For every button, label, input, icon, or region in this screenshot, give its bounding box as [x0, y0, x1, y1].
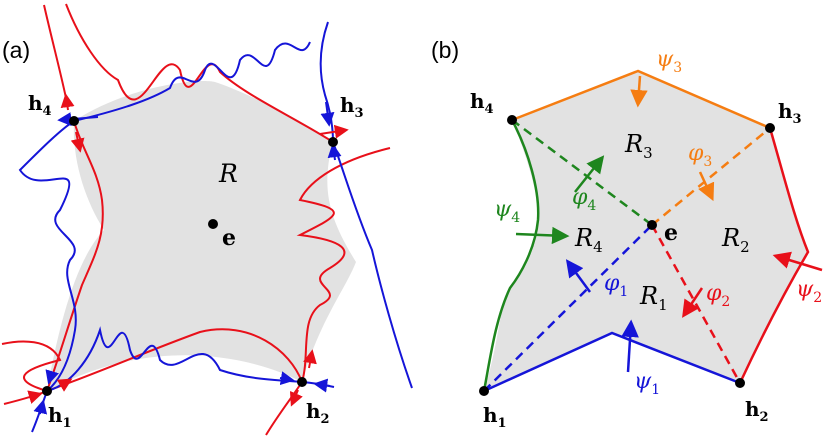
h2-dot [297, 377, 307, 387]
red-arrow-h1-right [27, 390, 43, 404]
red-manifold-bottom-right [265, 381, 303, 436]
red-manifold-top-left [43, 4, 67, 99]
blue-arrow-h3-up [327, 143, 342, 161]
blue-arrow-h4-left [57, 112, 99, 127]
blue-arrow-h1-up [33, 399, 48, 415]
h4-dot [69, 116, 79, 126]
e-label-a: e [222, 225, 236, 251]
psi3-label: ψ3 [656, 47, 682, 76]
blue-manifold-top [73, 41, 311, 122]
h3-dot [328, 137, 338, 147]
h4-dot-b [507, 115, 517, 125]
red-arrow-h3-right [319, 124, 349, 139]
green-boundary-psi4 [482, 119, 540, 392]
psi4-label: ψ4 [494, 197, 520, 226]
blue-manifold-top-right [319, 21, 334, 143]
r2-label: R2 [721, 224, 750, 256]
phi4-arrow [574, 155, 605, 193]
red-arrow-h2-down [289, 389, 303, 407]
phi3-arrow [698, 171, 715, 202]
phi1-arrow [565, 259, 592, 293]
h2-dot-b [735, 378, 745, 388]
psi4-arrow [515, 226, 570, 245]
h1-label-b: h1 [483, 403, 507, 431]
red-manifold-top [65, 3, 334, 143]
panel-b-label: (b) [431, 37, 459, 63]
h4-label-b: h4 [470, 89, 494, 117]
phi3-label: φ3 [688, 141, 712, 170]
orange-dashed-line [651, 127, 771, 226]
h3-label-b: h3 [778, 99, 802, 127]
blue-boundary-psi1 [483, 331, 741, 393]
blue-manifold-right [332, 141, 413, 389]
psi2-arrow [772, 251, 823, 272]
panel-a-label: (a) [2, 37, 30, 63]
red-boundary-psi2 [738, 127, 810, 384]
phi1-label: φ1 [604, 271, 628, 300]
r4-label: R4 [574, 224, 603, 256]
phi2-label: φ2 [706, 281, 730, 310]
blue-arrow-h3-down [320, 101, 335, 127]
psi3-arrow [630, 75, 648, 108]
r1-label: R1 [639, 282, 668, 314]
r3-label: R3 [624, 130, 653, 162]
region-r-fill [47, 80, 356, 391]
h2-label-a: h2 [306, 399, 330, 427]
red-manifold-left [46, 120, 104, 392]
phi4-label: φ4 [572, 185, 596, 214]
e-dot-a [208, 219, 218, 229]
red-manifold-right [296, 147, 391, 383]
red-arrow-h1-left [56, 378, 73, 392]
phi2-arrow [682, 287, 704, 318]
blue-arrow-h2-left [313, 378, 331, 393]
h2-label-b: h2 [745, 397, 769, 425]
blue-manifold-bottom [46, 326, 303, 392]
region-r-label: R [218, 159, 238, 188]
h3-label-a: h3 [340, 93, 364, 121]
h1-dot-b [479, 386, 489, 396]
h1-label-a: h1 [48, 403, 72, 431]
blue-manifold-left [18, 120, 77, 392]
e-dot-b [647, 220, 657, 230]
h1-dot [42, 386, 52, 396]
red-arrow-h4-up [60, 93, 75, 111]
blue-arrow-h1-down [45, 369, 59, 385]
blue-manifold-bottom-left-tail [31, 390, 48, 433]
red-arrow-h4-down [70, 131, 85, 153]
blue-dashed-line [483, 224, 653, 392]
h3-dot-b [765, 123, 775, 133]
red-arrow-h2-up [303, 349, 317, 369]
psi2-label: ψ2 [796, 277, 822, 306]
orange-boundary-psi3 [511, 69, 771, 130]
panel-b: (b) h4 h3 h [431, 37, 823, 431]
red-manifold-bottom-left-tail [3, 390, 48, 405]
psi1-label: ψ1 [634, 369, 660, 398]
psi1-arrow [621, 319, 639, 373]
h4-label-a: h4 [28, 91, 52, 119]
blue-arrow-h2-right [279, 371, 295, 386]
e-label-b: e [664, 220, 678, 246]
panel-a: (a) [1, 3, 413, 436]
